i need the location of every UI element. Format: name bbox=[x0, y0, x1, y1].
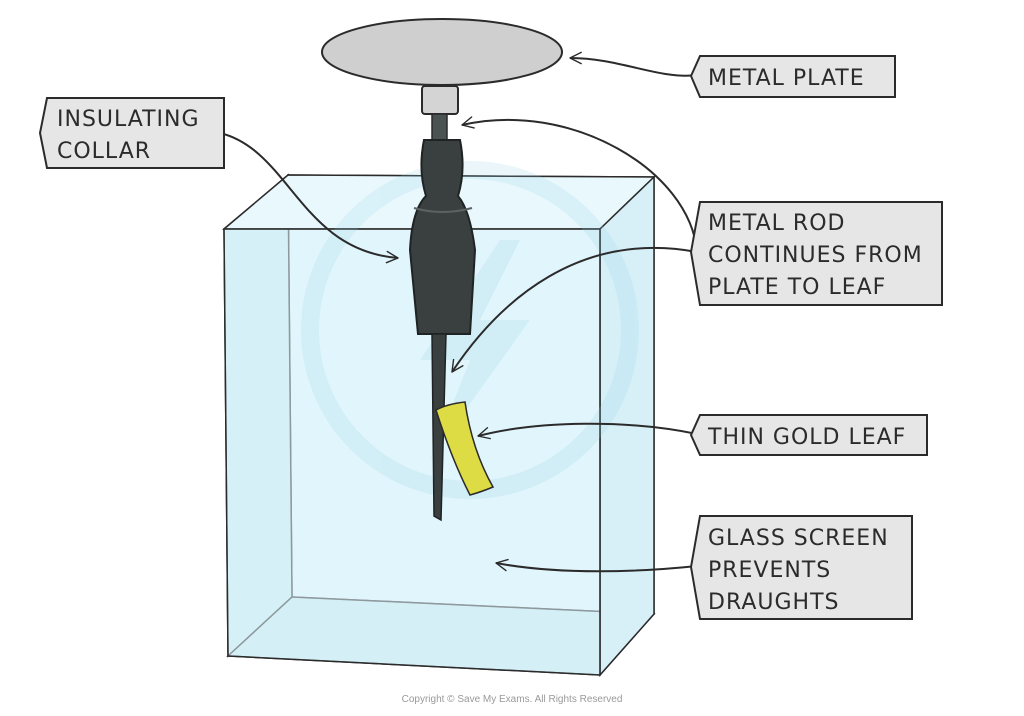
label-glass-screen-line-1: GLASS SCREEN bbox=[708, 526, 889, 551]
collar-highlight bbox=[413, 207, 473, 213]
metal-plate bbox=[321, 18, 563, 86]
label-metal-rod-line-1: METAL ROD bbox=[708, 211, 845, 236]
label-glass-screen-line-2: PREVENTS bbox=[708, 558, 831, 583]
arrow-glass-screen bbox=[495, 558, 698, 573]
copyright-notice: Copyright © Save My Exams. All Rights Re… bbox=[402, 694, 623, 705]
insulating-collar bbox=[408, 139, 477, 335]
gold-leaf bbox=[435, 401, 495, 496]
arrow-metal-plate bbox=[569, 51, 698, 77]
label-gold-leaf-line-1: THIN GOLD LEAF bbox=[707, 425, 906, 450]
label-insulating-collar-line-2: COLLAR bbox=[57, 139, 151, 164]
label-glass-screen: GLASS SCREEN PREVENTS DRAUGHTS bbox=[689, 515, 913, 620]
label-insulating-collar: INSULATING COLLAR bbox=[38, 97, 225, 169]
arrow-metal-rod-top bbox=[461, 116, 698, 253]
label-gold-leaf: THIN GOLD LEAF bbox=[689, 414, 928, 456]
arrows bbox=[219, 51, 698, 573]
metal-rod bbox=[431, 333, 447, 522]
rod-top-segment bbox=[431, 113, 448, 141]
label-metal-rod-line-2: CONTINUES FROM bbox=[708, 243, 923, 268]
label-insulating-collar-line-1: INSULATING bbox=[57, 107, 200, 132]
label-glass-screen-line-3: DRAUGHTS bbox=[708, 590, 839, 615]
label-metal-plate: METAL PLATE bbox=[689, 55, 896, 98]
label-metal-plate-line-1: METAL PLATE bbox=[708, 66, 865, 91]
label-metal-rod: METAL ROD CONTINUES FROM PLATE TO LEAF bbox=[689, 201, 943, 306]
arrow-metal-rod-bottom bbox=[451, 246, 698, 373]
arrow-gold-leaf bbox=[477, 422, 698, 440]
arrow-insulating-collar bbox=[219, 132, 399, 264]
metal-plate-assembly bbox=[321, 18, 563, 141]
glass-front-face bbox=[223, 228, 601, 676]
label-metal-rod-line-3: PLATE TO LEAF bbox=[708, 275, 886, 300]
plate-mount bbox=[421, 85, 459, 115]
